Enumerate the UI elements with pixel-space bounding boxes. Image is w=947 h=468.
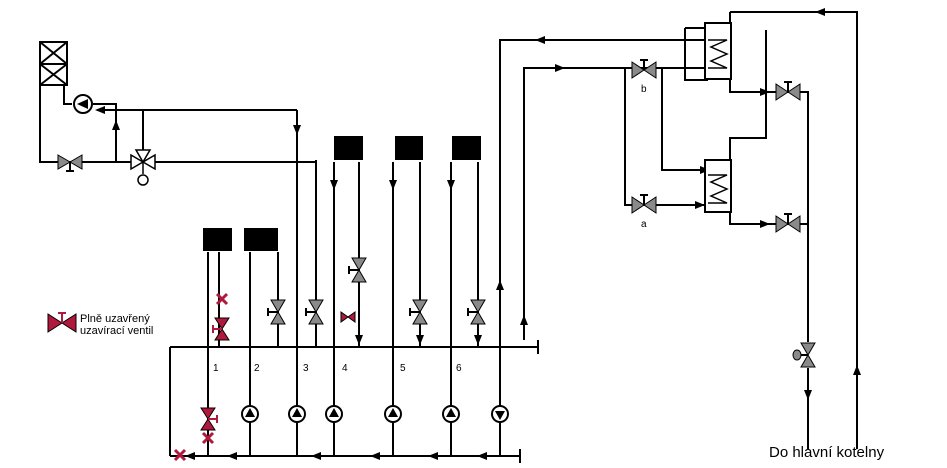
gate-valve-icon bbox=[57, 154, 83, 172]
cross-mark-icon bbox=[173, 448, 187, 462]
pumps bbox=[73, 94, 509, 423]
cross-mark-icon bbox=[201, 431, 215, 445]
radiator-icon bbox=[203, 228, 232, 251]
pipe-network bbox=[39, 11, 858, 463]
valve-label-a: a bbox=[641, 219, 647, 230]
heat-exchanger-icon bbox=[704, 22, 732, 80]
circuit-label-2: 2 bbox=[254, 363, 260, 374]
labels: Plně uzavřený uzavírací ventil 1 2 3 4 5… bbox=[80, 84, 885, 461]
gate-valve-icon bbox=[305, 299, 324, 325]
cooling-tower-icon bbox=[39, 41, 68, 86]
radiator-icon bbox=[334, 136, 363, 160]
closed-valve-icon bbox=[212, 317, 230, 341]
radiators bbox=[203, 136, 481, 251]
legend-line2: uzavírací ventil bbox=[80, 325, 153, 337]
circuit-label-4: 4 bbox=[342, 363, 348, 374]
cross-marks bbox=[173, 292, 229, 462]
pump-icon bbox=[288, 405, 306, 423]
gate-valve-icon bbox=[631, 194, 657, 214]
control-valve-icon bbox=[792, 342, 816, 368]
boiler-label: Do hlavní kotelny bbox=[769, 444, 885, 461]
three-way-valve-icon bbox=[130, 149, 156, 186]
valve-label-b: b bbox=[641, 84, 647, 95]
legend-line1: Plně uzavřený bbox=[80, 313, 150, 325]
circuit-label-5: 5 bbox=[400, 363, 406, 374]
gate-valve-icon bbox=[631, 59, 657, 79]
circuit-label-3: 3 bbox=[303, 363, 309, 374]
closed-valve-icon bbox=[340, 311, 356, 323]
circuit-label-6: 6 bbox=[456, 363, 462, 374]
pump-icon bbox=[491, 405, 509, 423]
closed-valve-icon bbox=[200, 407, 218, 431]
gate-valve-icon bbox=[775, 81, 801, 101]
flow-arrows bbox=[95, 8, 861, 460]
radiator-icon bbox=[452, 136, 481, 160]
gate-valve-icon bbox=[467, 299, 486, 325]
heat-exchangers bbox=[704, 22, 732, 213]
pump-icon bbox=[73, 94, 93, 114]
pump-icon bbox=[241, 405, 259, 423]
cross-mark-icon bbox=[215, 292, 229, 306]
pump-icon bbox=[442, 405, 460, 423]
pump-icon bbox=[384, 405, 402, 423]
gate-valves bbox=[57, 59, 816, 368]
heat-exchanger-icon bbox=[704, 159, 732, 213]
circuit-label-1: 1 bbox=[213, 363, 219, 374]
gate-valve-icon bbox=[409, 299, 428, 325]
gate-valve-icon bbox=[775, 213, 801, 233]
radiator-icon bbox=[244, 228, 278, 251]
radiator-icon bbox=[395, 136, 423, 160]
gate-valve-icon bbox=[267, 299, 286, 325]
pump-icon bbox=[325, 405, 343, 423]
gate-valve-icon bbox=[348, 257, 367, 283]
closed-valve-icon bbox=[47, 312, 77, 333]
closed-valves bbox=[47, 311, 356, 431]
